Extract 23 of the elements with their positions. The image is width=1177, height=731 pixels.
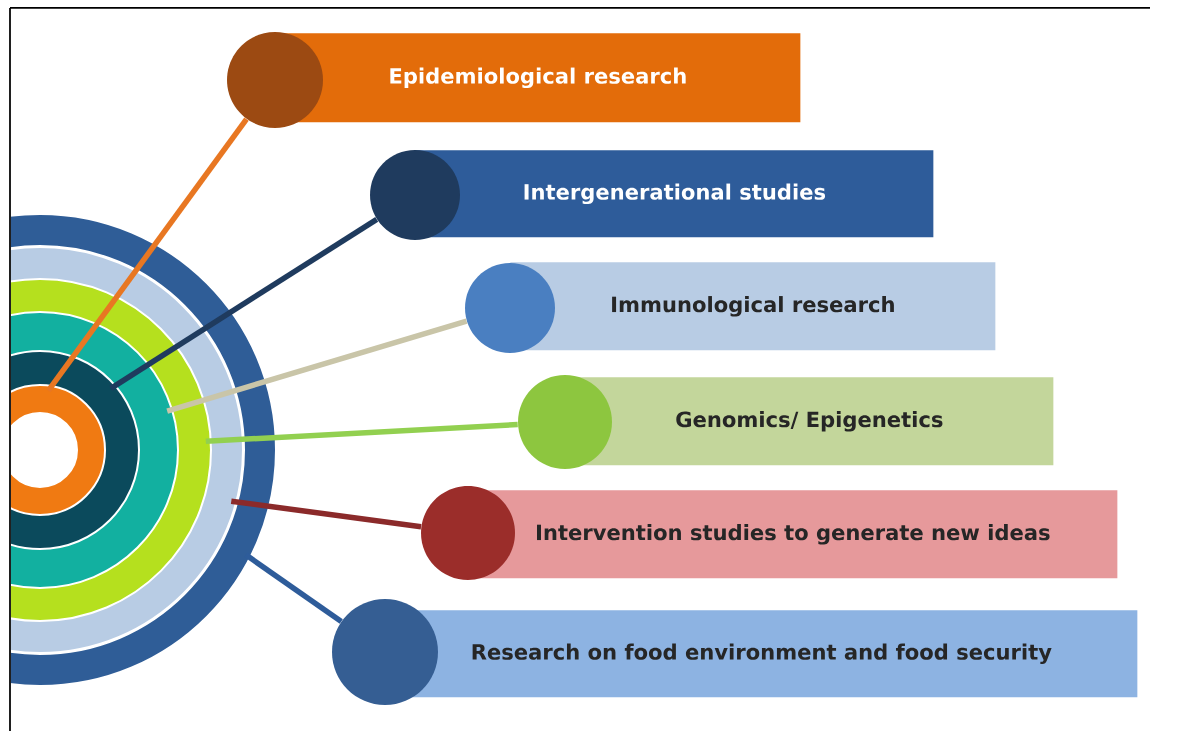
ring [11,215,275,685]
connector-line [46,117,249,393]
connector-line [166,318,468,414]
banner: Intervention studies to generate new ideas [468,490,1118,579]
circle-marker [227,32,323,128]
circle-marker [332,599,438,705]
banner: Immunological research [510,262,996,351]
ring [11,313,177,587]
connector-line [205,421,518,445]
ring [11,280,210,620]
circle-marker [370,150,460,240]
banner: Intergenerational studies [415,150,934,238]
connector-line [230,498,422,530]
ring [11,386,104,514]
connector-line [109,217,379,391]
ring [11,248,242,652]
banner: Epidemiological research [275,33,801,123]
ring [11,352,138,548]
circle-marker [518,375,612,469]
circle-marker [465,263,555,353]
banner: Genomics/ Epigenetics [565,377,1054,466]
banner: Research on food environment and food security [385,610,1138,698]
circle-marker [421,486,515,580]
